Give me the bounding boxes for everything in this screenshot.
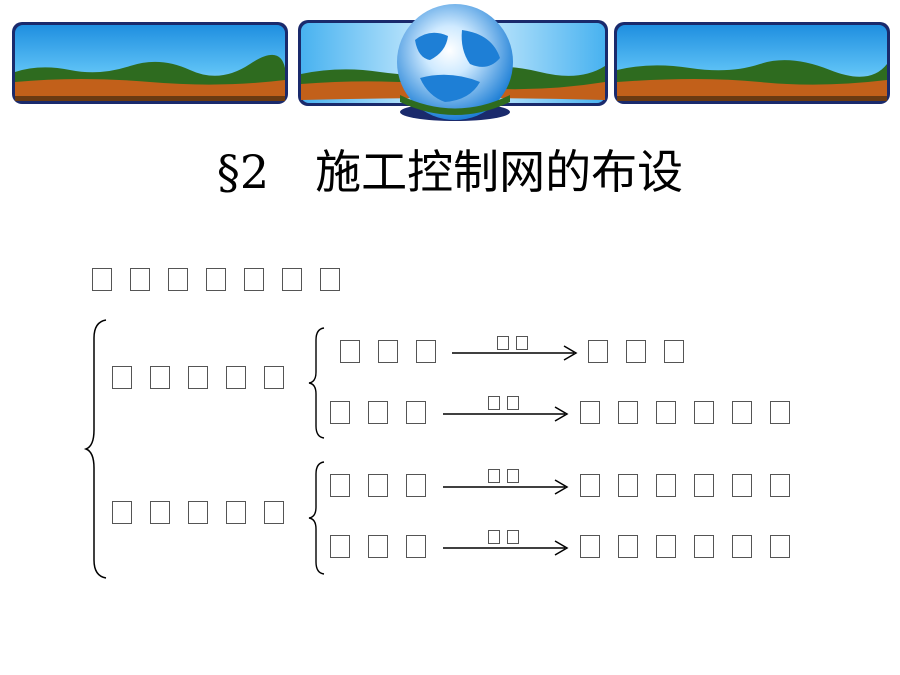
banner-panel-left — [12, 22, 288, 104]
group-1-row-1-right — [588, 340, 702, 363]
group-1-row-2-arrow-label — [488, 392, 526, 411]
missing-glyph-box — [368, 535, 388, 558]
group-1-row-2-right — [580, 401, 808, 424]
missing-glyph-box — [488, 468, 500, 483]
landscape-banner — [12, 4, 890, 121]
group-2-row-2-arrow-icon — [443, 540, 569, 556]
missing-glyph-box — [488, 395, 500, 410]
outer-brace — [83, 319, 107, 579]
missing-glyph-box — [507, 529, 519, 544]
missing-glyph-box — [112, 501, 132, 524]
missing-glyph-box — [150, 366, 170, 389]
missing-glyph-box — [406, 401, 426, 424]
globe-icon — [397, 4, 513, 121]
banner-panel-right — [614, 22, 890, 104]
group-2-row-1-right — [580, 474, 808, 497]
group-1-brace — [308, 327, 325, 439]
group-2-row-1-left — [330, 474, 444, 497]
missing-glyph-box — [656, 474, 676, 497]
group-1-row-1-arrow-label — [497, 332, 535, 351]
missing-glyph-box — [516, 335, 528, 350]
missing-glyph-box — [330, 474, 350, 497]
missing-glyph-box — [320, 268, 340, 291]
missing-glyph-box — [588, 340, 608, 363]
group-2-row-2-right — [580, 535, 808, 558]
group-2-row-2-arrow-label — [488, 526, 526, 545]
missing-glyph-box — [244, 268, 264, 291]
missing-glyph-box — [732, 474, 752, 497]
missing-glyph-box — [130, 268, 150, 291]
missing-glyph-box — [112, 366, 132, 389]
missing-glyph-box — [330, 535, 350, 558]
missing-glyph-box — [168, 268, 188, 291]
missing-glyph-box — [378, 340, 398, 363]
group-2-brace — [308, 461, 325, 575]
group-2-label — [112, 501, 302, 524]
missing-glyph-box — [340, 340, 360, 363]
missing-glyph-box — [507, 468, 519, 483]
group-2-row-1-arrow-label — [488, 465, 526, 484]
group-1-row-2-left — [330, 401, 444, 424]
missing-glyph-box — [226, 501, 246, 524]
missing-glyph-box — [656, 401, 676, 424]
missing-glyph-box — [580, 474, 600, 497]
missing-glyph-box — [488, 529, 500, 544]
group-1-row-1-arrow-icon — [452, 345, 578, 361]
missing-glyph-box — [618, 401, 638, 424]
missing-glyph-box — [416, 340, 436, 363]
missing-glyph-box — [188, 501, 208, 524]
missing-glyph-box — [150, 501, 170, 524]
group-1-row-2-arrow-icon — [443, 406, 569, 422]
missing-glyph-box — [732, 401, 752, 424]
missing-glyph-box — [188, 366, 208, 389]
missing-glyph-box — [497, 335, 509, 350]
missing-glyph-box — [206, 268, 226, 291]
missing-glyph-box — [330, 401, 350, 424]
missing-glyph-box — [264, 501, 284, 524]
missing-glyph-box — [226, 366, 246, 389]
missing-glyph-box — [694, 474, 714, 497]
missing-glyph-box — [282, 268, 302, 291]
missing-glyph-box — [626, 340, 646, 363]
missing-glyph-box — [368, 474, 388, 497]
missing-glyph-box — [618, 535, 638, 558]
missing-glyph-box — [656, 535, 676, 558]
missing-glyph-box — [770, 401, 790, 424]
missing-glyph-box — [580, 535, 600, 558]
missing-glyph-box — [770, 535, 790, 558]
missing-glyph-box — [406, 474, 426, 497]
missing-glyph-box — [264, 366, 284, 389]
group-1-label — [112, 366, 302, 389]
missing-glyph-box — [664, 340, 684, 363]
missing-glyph-box — [507, 395, 519, 410]
heading-glyph-row — [92, 268, 358, 291]
missing-glyph-box — [580, 401, 600, 424]
missing-glyph-box — [92, 268, 112, 291]
group-2-row-2-left — [330, 535, 444, 558]
missing-glyph-box — [732, 535, 752, 558]
missing-glyph-box — [618, 474, 638, 497]
group-1-row-1-left — [340, 340, 454, 363]
page-title: §2 施工控制网的布设 — [216, 145, 684, 199]
missing-glyph-box — [694, 401, 714, 424]
missing-glyph-box — [368, 401, 388, 424]
missing-glyph-box — [406, 535, 426, 558]
missing-glyph-box — [770, 474, 790, 497]
missing-glyph-box — [694, 535, 714, 558]
group-2-row-1-arrow-icon — [443, 479, 569, 495]
